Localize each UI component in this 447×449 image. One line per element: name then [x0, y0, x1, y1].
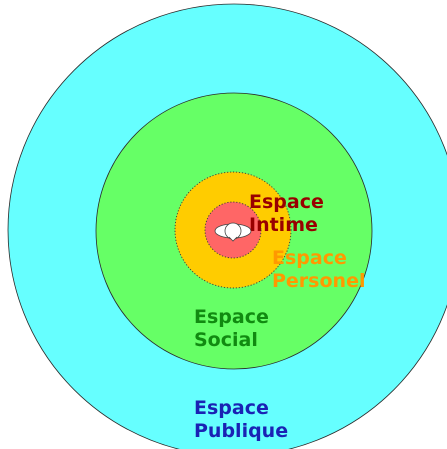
label-personel: Espace Personel	[272, 247, 365, 292]
person-icon	[214, 222, 252, 242]
label-social: Espace Social	[194, 306, 275, 351]
label-publique: Espace Publique	[194, 397, 288, 442]
label-intime: Espace Intime	[249, 191, 330, 236]
label-personel-line1: Espace	[272, 247, 347, 269]
label-publique-line1: Espace	[194, 397, 269, 419]
label-personel-line2: Personel	[272, 270, 365, 292]
label-social-line1: Espace	[194, 306, 269, 328]
label-social-line2: Social	[194, 329, 258, 351]
label-publique-line2: Publique	[194, 420, 288, 442]
label-intime-line2: Intime	[249, 214, 318, 236]
label-intime-line1: Espace	[249, 191, 324, 213]
